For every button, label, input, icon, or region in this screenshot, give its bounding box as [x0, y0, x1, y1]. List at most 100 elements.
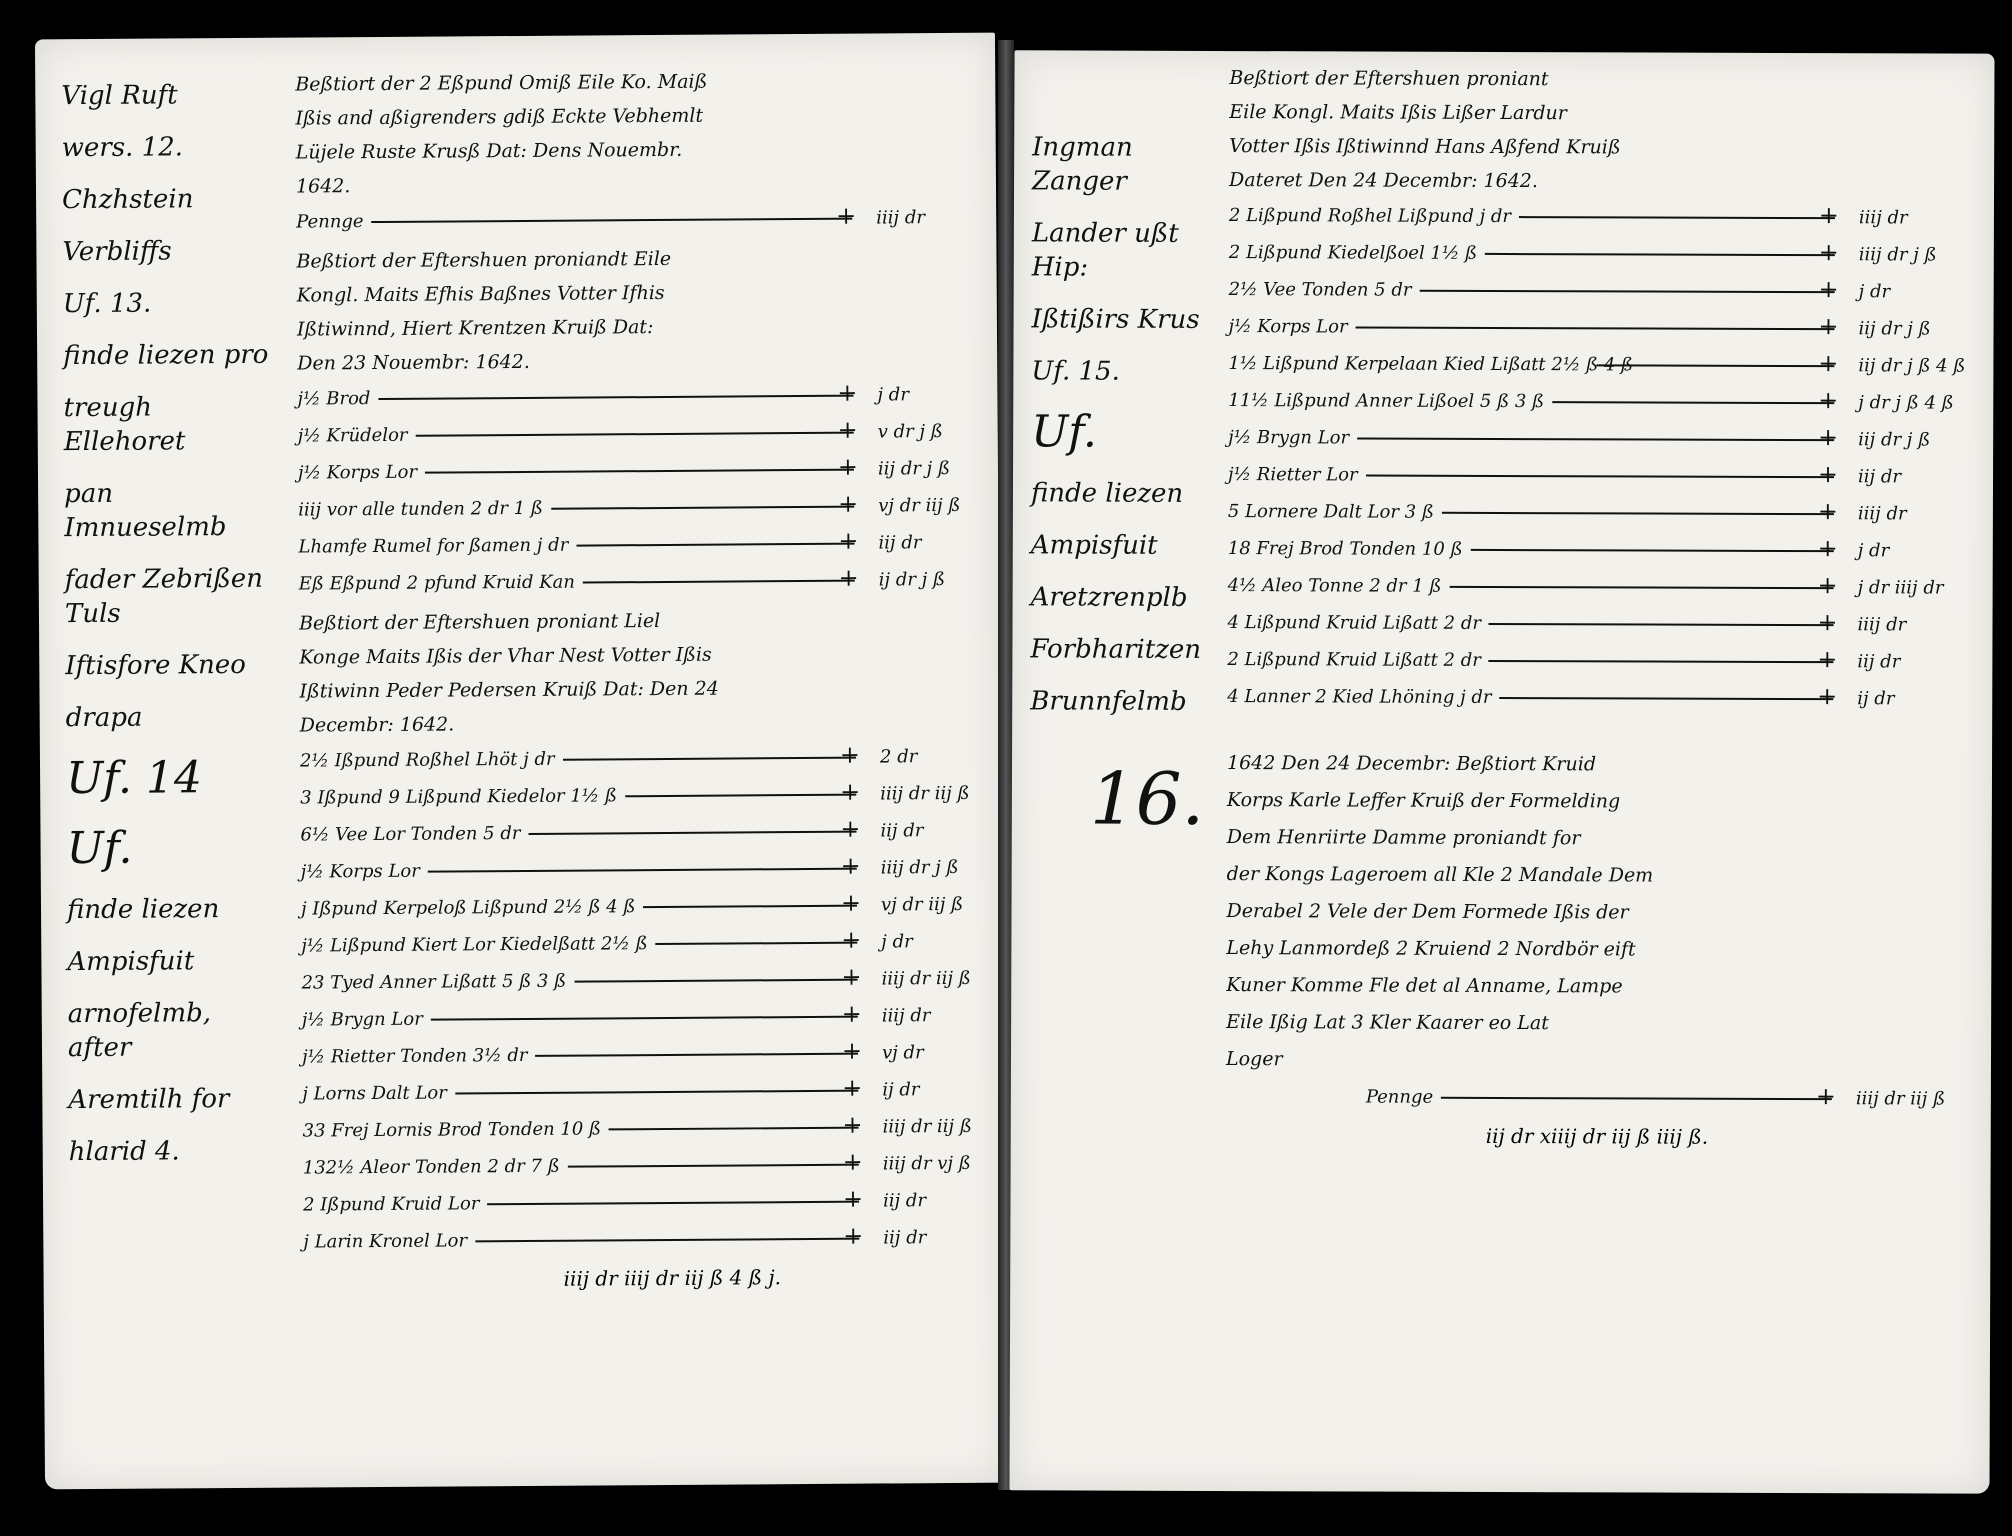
- item-description: 4 Lißpund Kruid Lißatt 2 dr: [1227, 612, 1482, 634]
- item-amount: ij dr j ß: [878, 569, 946, 591]
- item-amount: j dr: [1858, 281, 1891, 303]
- entry-heading-line: Beßtiort der Eftershuen proniandt Eile: [296, 247, 672, 273]
- ledger-row: j½ Brygn Lor iij dr j ß: [1228, 419, 1968, 459]
- note-line: Loger: [1225, 1048, 1283, 1071]
- entry-heading-line: Beßtiort der Eftershuen proniant Liel: [298, 610, 661, 635]
- leader-rule: [1441, 1096, 1832, 1100]
- entry-heading-line: Votter Ißis Ißtiwinnd Hans Aßfend Kruiß: [1229, 135, 1621, 159]
- leader-rule: [1499, 696, 1834, 700]
- item-description: j½ Brygn Lor: [1228, 427, 1350, 449]
- leader-rule: [1485, 252, 1835, 256]
- ledger-row: j½ Krüdelor v dr j ß: [298, 413, 988, 455]
- ledger-row: 2½ Vee Tonden 5 dr j dr: [1229, 271, 1969, 311]
- margin-note: arnofelmb, after: [67, 998, 212, 1064]
- margin-note: fader Zebrißen Tuls: [64, 563, 264, 630]
- ledger-row: 2½ Ißpund Roßhel Lhöt j dr2 dr: [300, 738, 990, 780]
- item-amount: j dr: [877, 384, 909, 406]
- item-amount: vj dr: [881, 1042, 924, 1064]
- entry-heading-line: Lüjele Ruste Krusß Dat: Dens Nouembr.: [295, 138, 683, 164]
- margin-note: drapa: [65, 702, 143, 734]
- ledger-row: 11½ Lißpund Anner Lißoel 5 ß 3 ßj dr j ß…: [1228, 382, 1968, 422]
- item-amount: iiij dr vj ß: [882, 1152, 971, 1175]
- item-description: 23 Tyed Anner Lißatt 5 ß 3 ß: [301, 970, 567, 994]
- item-amount: v dr j ß: [877, 421, 943, 443]
- item-description: j Lorns Dalt Lor: [302, 1082, 447, 1105]
- ledger-row: j½ Rietter Loriij dr: [1228, 456, 1968, 496]
- item-description: j½ Brygn Lor: [301, 1008, 423, 1031]
- leader-rule: [567, 1163, 859, 1168]
- entry-heading-line: Dateret Den 24 Decembr: 1642.: [1229, 169, 1538, 193]
- item-amount: iiij dr: [1858, 207, 1908, 229]
- margin-note: Uf. 15.: [1031, 356, 1120, 387]
- item-description: 1½ Lißpund Kerpelaan Kied Lißatt 2½ ß 4 …: [1228, 353, 1634, 376]
- leader-rule: [487, 1200, 860, 1205]
- item-description: j½ Korps Lor: [300, 860, 420, 883]
- leader-rule: [430, 1015, 858, 1021]
- item-description: 2 Lißpund Kiedelßoel 1½ ß: [1228, 242, 1478, 264]
- margin-note: Aremtilh for: [68, 1084, 230, 1116]
- item-amount: iiij dr: [881, 1005, 931, 1027]
- ledger-row: 4½ Aleo Tonne 2 dr 1 ßj dr iiij dr: [1228, 567, 1968, 607]
- ledger-row: j Ißpund Kerpeloß Lißpund 2½ ß 4 ßvj dr …: [301, 886, 991, 928]
- entry-heading-line: Ißtiwinn Peder Pedersen Kruiß Dat: Den 2…: [299, 677, 719, 703]
- margin-note: Vigl Ruft: [61, 80, 178, 112]
- item-amount: iiij dr j ß: [880, 856, 959, 879]
- item-description: j½ Krüdelor: [297, 424, 408, 447]
- margin-note: finde liezen: [66, 894, 220, 926]
- item-amount: ij dr: [1857, 688, 1895, 710]
- item-description: 3 Ißpund 9 Lißpund Kiedelor 1½ ß: [300, 785, 618, 809]
- margin-note: Lander ußt Hip:: [1031, 218, 1179, 283]
- note-line: Lehy Lanmordeß 2 Kruiend 2 Nordbör eift: [1226, 937, 1636, 961]
- leader-rule: [427, 867, 857, 873]
- left-entries: Beßtiort der 2 Eßpund Omiß Eile Ko. Maiß…: [295, 63, 994, 1293]
- leader-rule: [655, 941, 858, 945]
- item-description: 18 Frej Brod Tonden 10 ß: [1227, 538, 1463, 560]
- margin-note: hlarid 4.: [68, 1136, 180, 1168]
- item-amount: vj dr iij ß: [878, 494, 961, 517]
- item-description: 5 Lornere Dalt Lor 3 ß: [1227, 501, 1434, 523]
- item-amount: iiij dr iij ß: [882, 1115, 972, 1138]
- entry-heading-line: Eile Kongl. Maits Ißis Lißer Lardur: [1229, 101, 1567, 125]
- leader-rule: [582, 579, 855, 584]
- item-amount: iiij dr: [1857, 503, 1907, 525]
- leader-rule: [1552, 400, 1835, 404]
- item-description: 2 Ißpund Kruid Lor: [303, 1193, 480, 1216]
- leader-rule: [562, 756, 856, 761]
- ledger-entry: Beßtiort der 2 Eßpund Omiß Eile Ko. Maiß…: [295, 63, 986, 241]
- entry-heading-line: Konge Maits Ißis der Vhar Nest Votter Iß…: [299, 643, 712, 669]
- note-line: Kuner Komme Fle det al Anname, Lampe: [1226, 974, 1623, 998]
- item-amount: iij dr j ß: [1858, 429, 1931, 451]
- ledger-row: j½ Brygn Lor iiij dr: [302, 997, 992, 1039]
- item-description: 2 Lißpund Roßhel Lißpund j dr: [1228, 205, 1512, 228]
- leader-rule: [624, 793, 857, 797]
- item-amount: iiij dr: [1857, 614, 1907, 636]
- leader-rule: [1470, 548, 1834, 552]
- item-description: j½ Rietter Tonden 3½ dr: [301, 1044, 528, 1068]
- item-description: Eß Eßpund 2 pfund Kruid Kan: [298, 571, 576, 595]
- item-description: 2½ Vee Tonden 5 dr: [1228, 279, 1412, 301]
- ledger-row: j½ Rietter Tonden 3½ dr vj dr: [302, 1034, 992, 1076]
- leader-rule: [454, 1089, 859, 1094]
- page-total: iij dr xiiij dr iij ß iiij ß.: [1485, 1123, 1709, 1149]
- ledger-row: 2 Ißpund Kruid Loriij dr: [303, 1182, 993, 1224]
- item-description: j Ißpund Kerpeloß Lißpund 2½ ß 4 ß: [300, 896, 636, 920]
- ledger-row: Eß Eßpund 2 pfund Kruid Kan ij dr j ß: [299, 561, 989, 603]
- item-amount: iij dr: [880, 820, 924, 842]
- margin-note: Forbharitzen: [1030, 634, 1202, 665]
- item-amount: iij dr: [883, 1227, 927, 1249]
- ledger-row: iiij vor alle tunden 2 dr 1 ßvj dr iij ß: [298, 487, 988, 529]
- margin-note: Brunnfelmb: [1030, 686, 1187, 717]
- item-amount: ij dr: [882, 1079, 920, 1101]
- note-line: Korps Karle Leffer Kruiß der Formelding: [1226, 789, 1621, 813]
- margin-note: Uf. 14: [65, 752, 203, 805]
- item-description: 11½ Lißpund Anner Lißoel 5 ß 3 ß: [1228, 390, 1545, 413]
- margin-note: Ampisfuit: [1030, 530, 1158, 561]
